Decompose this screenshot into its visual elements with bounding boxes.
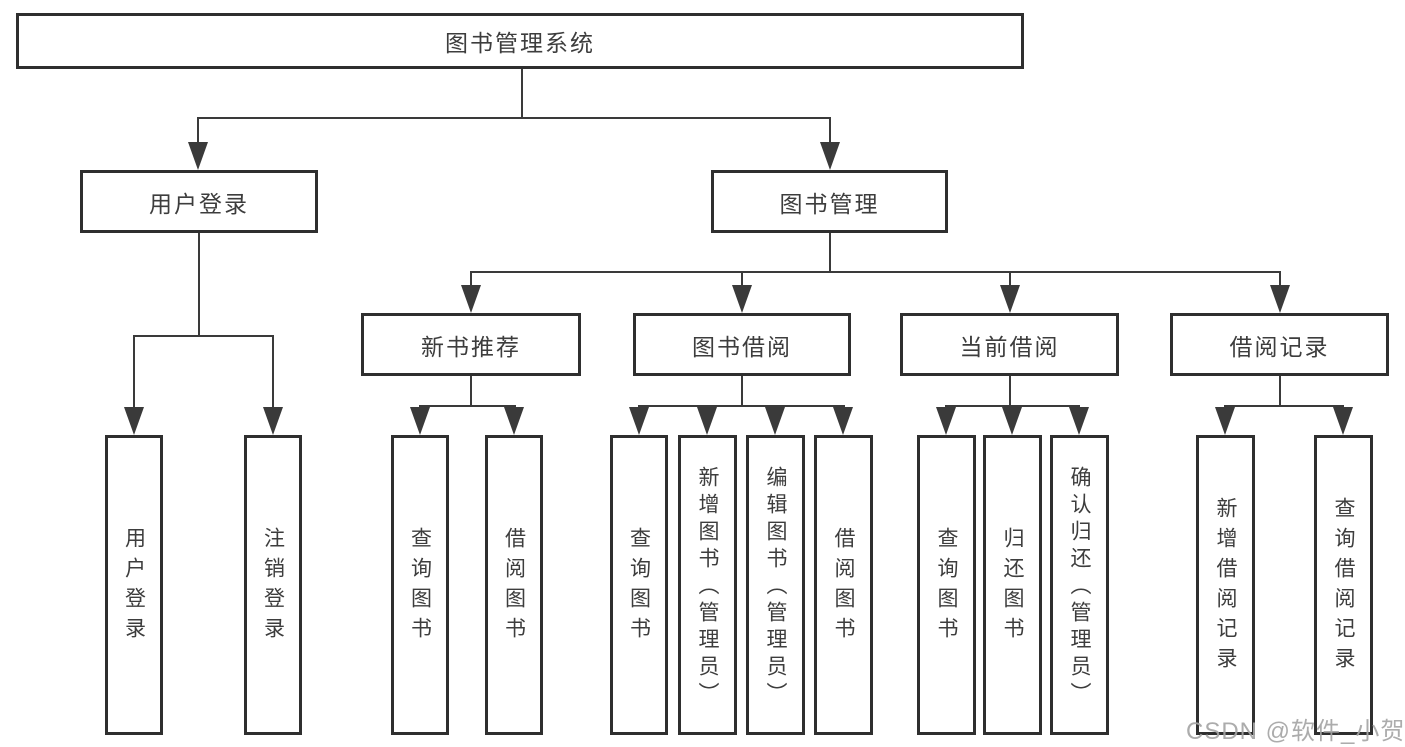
connector-drop-current-borrow bbox=[1009, 271, 1011, 285]
leaf-borrow-books-rec: 借阅图书 bbox=[485, 435, 543, 735]
arrow-return-book bbox=[1002, 407, 1022, 435]
connector-drop-leaf-logout bbox=[272, 335, 274, 407]
connector-new-book-rec-rail bbox=[419, 405, 516, 407]
connector-current-borrow-stem bbox=[1009, 376, 1011, 406]
node-user-login: 用户登录 bbox=[80, 170, 318, 233]
leaf-confirm-return-admin: 确认归还（管理员） bbox=[1050, 435, 1109, 735]
csdn-watermark: CSDN @软件_小贺同学 bbox=[1186, 718, 1405, 745]
arrow-borrow-books-borrow bbox=[833, 407, 853, 435]
arrow-borrow-books-rec bbox=[504, 407, 524, 435]
leaf-query-books-rec: 查询图书 bbox=[391, 435, 449, 735]
leaf-query-books-borrow: 查询图书 bbox=[610, 435, 668, 735]
arrow-new-book-rec bbox=[461, 285, 481, 313]
leaf-add-borrow-record: 新增借阅记录 bbox=[1196, 435, 1255, 735]
connector-borrow-records-stem bbox=[1279, 376, 1281, 406]
arrow-add-borrow-record bbox=[1215, 407, 1235, 435]
connector-book-mgmt-rail bbox=[470, 271, 1281, 273]
arrow-query-books-rec bbox=[410, 407, 430, 435]
connector-book-borrow-rail bbox=[638, 405, 845, 407]
node-current-borrow: 当前借阅 bbox=[900, 313, 1119, 376]
connector-drop-user-login bbox=[197, 117, 199, 144]
arrow-borrow-records bbox=[1270, 285, 1290, 313]
leaf-query-borrow-record: 查询借阅记录 bbox=[1314, 435, 1373, 735]
connector-book-borrow-stem bbox=[741, 376, 743, 406]
leaf-user-login: 用户登录 bbox=[105, 435, 163, 735]
arrow-leaf-logout bbox=[263, 407, 283, 435]
arrow-current-borrow bbox=[1000, 285, 1020, 313]
connector-drop-leaf-user-login bbox=[133, 335, 135, 407]
connector-drop-borrow-records bbox=[1279, 271, 1281, 285]
node-book-mgmt: 图书管理 bbox=[711, 170, 948, 233]
leaf-return-book: 归还图书 bbox=[983, 435, 1042, 735]
connector-root-rail bbox=[197, 117, 831, 119]
node-borrow-records: 借阅记录 bbox=[1170, 313, 1389, 376]
connector-root-stem bbox=[521, 69, 523, 118]
arrow-book-borrow bbox=[732, 285, 752, 313]
leaf-add-book-admin: 新增图书（管理员） bbox=[678, 435, 737, 735]
arrow-edit-book bbox=[765, 407, 785, 435]
arrow-query-books-borrow bbox=[629, 407, 649, 435]
node-root: 图书管理系统 bbox=[16, 13, 1024, 69]
arrow-user-login bbox=[188, 142, 208, 170]
node-new-book-rec: 新书推荐 bbox=[361, 313, 581, 376]
leaf-edit-book-admin: 编辑图书（管理员） bbox=[746, 435, 805, 735]
connector-user-login-stem bbox=[198, 233, 200, 335]
connector-drop-book-borrow bbox=[741, 271, 743, 285]
arrow-query-books-current bbox=[936, 407, 956, 435]
connector-user-login-rail bbox=[133, 335, 274, 337]
leaf-borrow-books-borrow: 借阅图书 bbox=[814, 435, 873, 735]
arrow-leaf-user-login bbox=[124, 407, 144, 435]
connector-drop-book-mgmt bbox=[829, 117, 831, 144]
leaf-query-books-current: 查询图书 bbox=[917, 435, 976, 735]
connector-book-mgmt-stem bbox=[829, 233, 831, 271]
node-book-borrow: 图书借阅 bbox=[633, 313, 851, 376]
arrow-confirm-return bbox=[1069, 407, 1089, 435]
arrow-add-book bbox=[697, 407, 717, 435]
connector-drop-new-book-rec bbox=[470, 271, 472, 285]
arrow-query-borrow-record bbox=[1333, 407, 1353, 435]
connector-borrow-records-rail bbox=[1224, 405, 1344, 407]
arrow-book-mgmt bbox=[820, 142, 840, 170]
leaf-logout: 注销登录 bbox=[244, 435, 302, 735]
connector-new-book-rec-stem bbox=[470, 376, 472, 406]
